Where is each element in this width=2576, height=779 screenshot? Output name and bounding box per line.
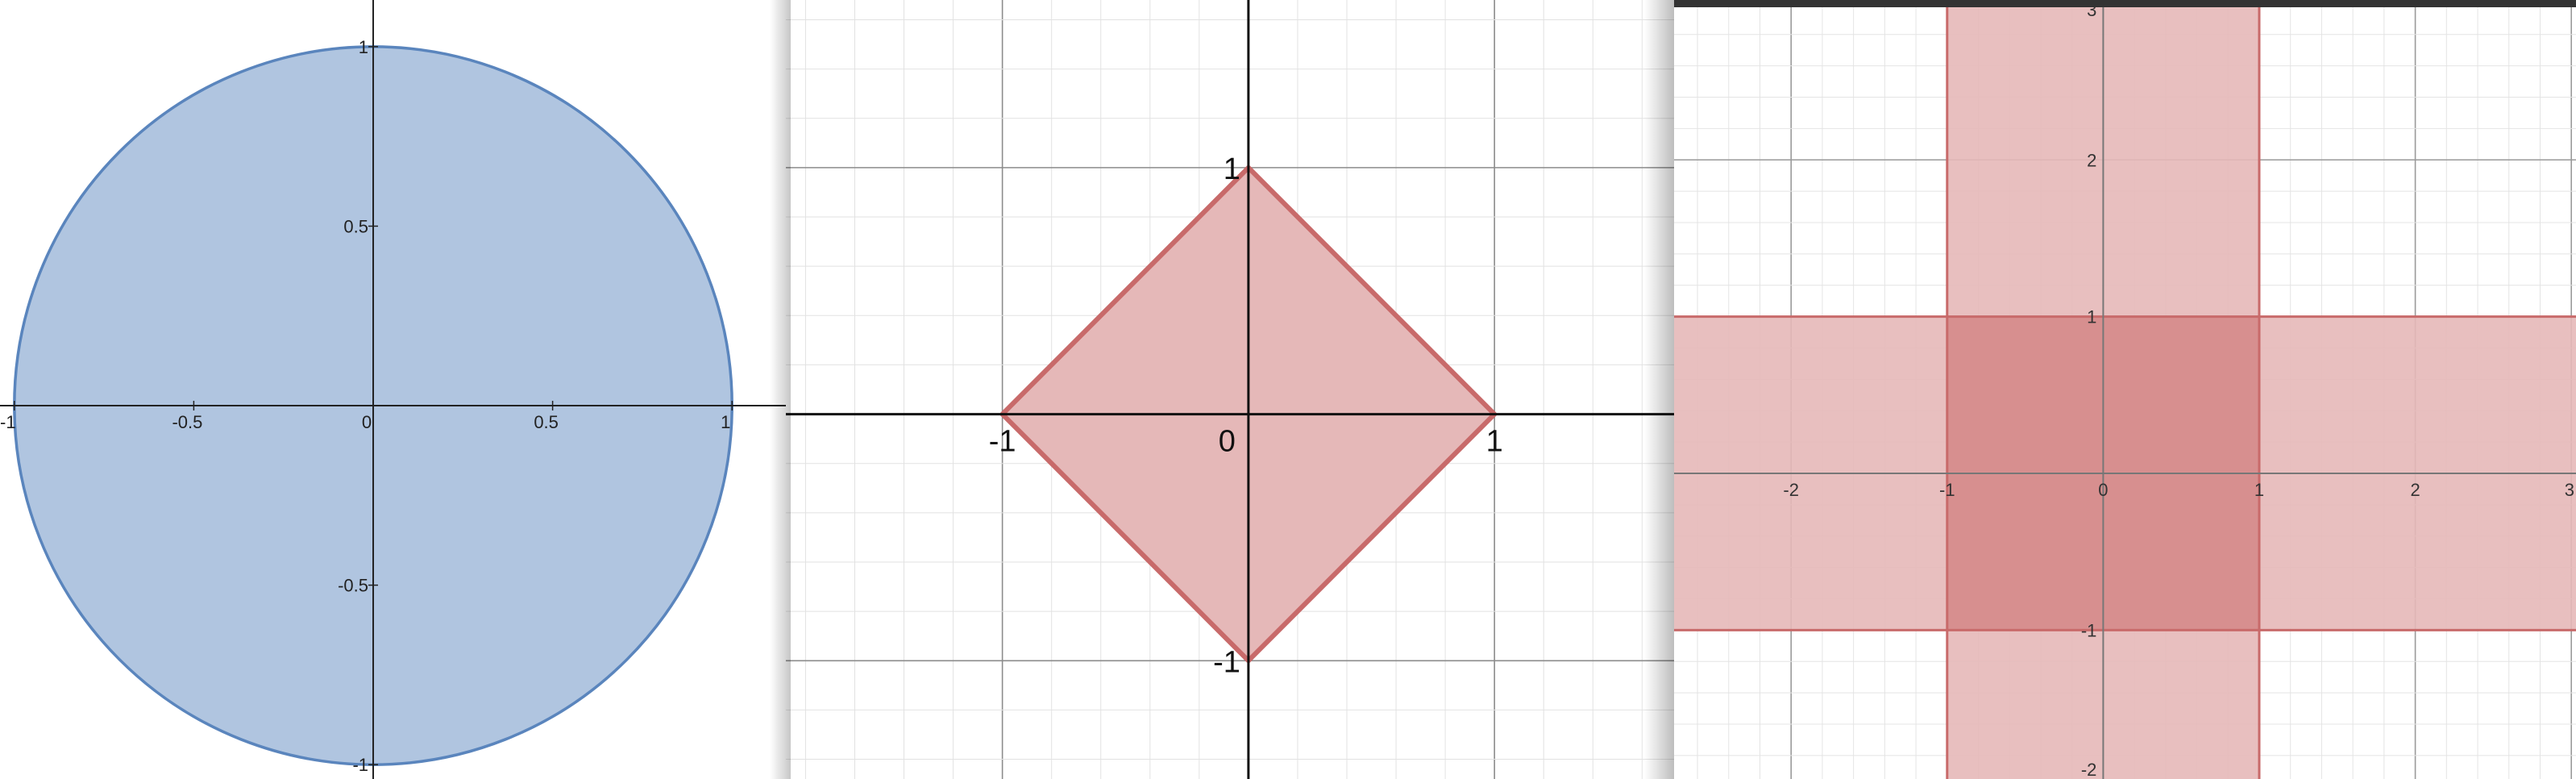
window-top-bar (1674, 0, 2576, 7)
y-tick-label: -1 (352, 755, 368, 775)
x-tick-label: 2 (2410, 480, 2420, 500)
y-tick-label: 0.5 (343, 216, 368, 236)
x-tick-label: 0 (362, 412, 372, 432)
y-tick-label: 2 (2087, 150, 2096, 170)
diamond-plot: -1 0 1 1 -1 (786, 0, 1674, 779)
plot-panel-diamond: -1 0 1 1 -1 (786, 0, 1674, 779)
y-tick-label: -2 (2081, 760, 2097, 779)
y-tick-label: -1 (1213, 645, 1240, 679)
x-tick-label: -0.5 (172, 412, 202, 432)
x-tick-label: 0 (1219, 425, 1236, 459)
x-tick-label: -1 (989, 425, 1016, 459)
y-tick-label: -1 (2081, 620, 2097, 640)
x-tick-label: 0 (2098, 480, 2108, 500)
x-tick-label: 1 (721, 412, 730, 432)
plot-panel-disk: -1 -0.5 0 0.5 1 1 0.5 -0.5 -1 (0, 0, 786, 779)
x-tick-label: 1 (1486, 425, 1503, 459)
x-tick-label: 3 (2565, 480, 2574, 500)
y-tick-label: -0.5 (338, 576, 368, 596)
disk-plot: -1 -0.5 0 0.5 1 1 0.5 -0.5 -1 (0, 0, 786, 779)
x-tick-label: 0.5 (534, 412, 559, 432)
y-tick-label: 1 (359, 37, 368, 57)
x-tick-label: 1 (2254, 480, 2264, 500)
x-tick-label: -1 (1939, 480, 1955, 500)
x-tick-label: -1 (0, 412, 16, 432)
x-tick-label: -2 (1783, 480, 1799, 500)
y-tick-label: 1 (1224, 152, 1240, 186)
y-tick-label: 1 (2087, 307, 2096, 327)
